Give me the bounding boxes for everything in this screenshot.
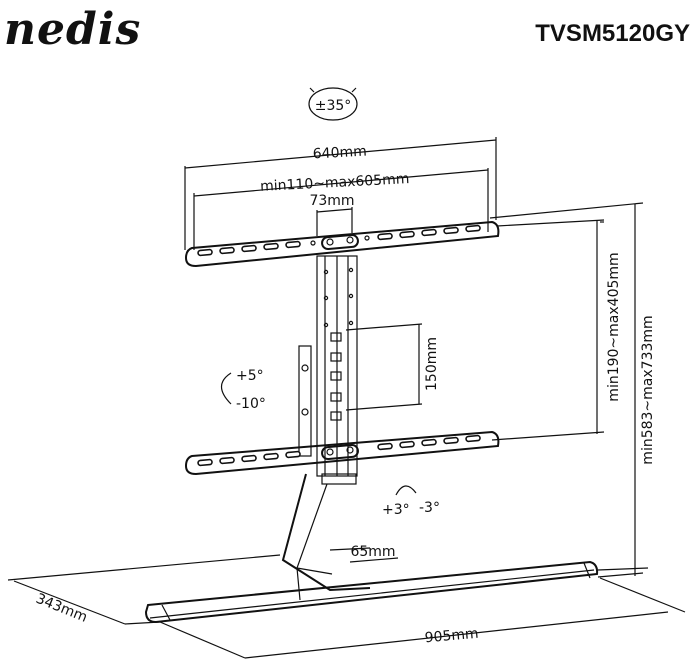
- total-height-label: min583~max733mm: [640, 315, 656, 464]
- center-gap-label: 73mm: [309, 193, 354, 209]
- model-number: TVSM5120GY: [535, 20, 690, 47]
- base-depth-label: 343mm: [33, 591, 89, 626]
- vesa-vertical-label: min190~max405mm: [606, 252, 622, 401]
- column-depth-label: 65mm: [350, 544, 395, 560]
- floor-outline: 343mm 905mm: [7, 554, 686, 659]
- level-plus-label: +3°: [382, 502, 410, 518]
- vertical-adjust-dimension: 150mm: [345, 323, 440, 411]
- tilt-up-label: +5°: [236, 368, 264, 384]
- vesa-horizontal-label: min110~max605mm: [260, 171, 410, 195]
- top-bracket: [184, 220, 500, 268]
- tilt-indicator: +5° -10°: [220, 368, 266, 412]
- level-indicator: +3° -3°: [382, 485, 440, 518]
- width-dimensions: 640mm min110~max605mm 73mm: [184, 137, 497, 250]
- level-minus-label: -3°: [419, 500, 440, 516]
- swivel-label: ±35°: [315, 98, 352, 114]
- brand-logo: nedis: [4, 4, 142, 55]
- bracket-width-label: 640mm: [312, 144, 367, 163]
- vertical-adjust-label: 150mm: [424, 337, 440, 391]
- height-dimensions: min190~max405mm min583~max733mm: [489, 202, 656, 578]
- base-width-label: 905mm: [424, 626, 479, 647]
- swivel-indicator: ±35°: [308, 87, 358, 121]
- stand-neck: 65mm: [281, 473, 399, 601]
- bottom-bracket: [184, 430, 500, 476]
- tilt-down-label: -10°: [236, 396, 266, 412]
- stand-base: [144, 560, 599, 624]
- vertical-column: [298, 255, 358, 477]
